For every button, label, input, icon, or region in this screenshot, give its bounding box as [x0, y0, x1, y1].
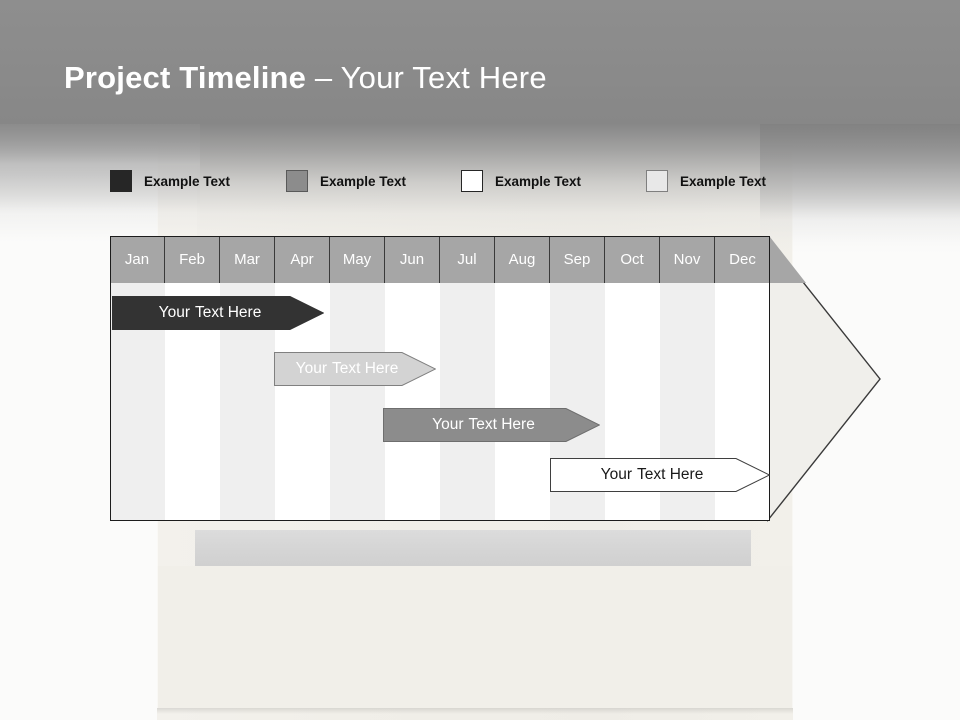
legend-swatch-icon — [110, 170, 132, 192]
header-band — [0, 0, 960, 124]
month-header-cell[interactable]: Jun — [385, 236, 440, 283]
timeline-column — [330, 283, 385, 521]
legend-swatch-icon — [461, 170, 483, 192]
header-band-fade-left — [0, 124, 200, 242]
legend-item[interactable]: Example Text — [286, 168, 406, 194]
page-title-bold: Project Timeline — [64, 60, 307, 95]
background-bottom-panel-shadow — [157, 708, 793, 714]
legend-item-label: Example Text — [144, 173, 231, 189]
timeline-bar-shape — [383, 408, 600, 442]
timeline-bar-shape — [550, 458, 770, 492]
timeline-bar[interactable]: Your Text Here — [550, 458, 770, 492]
legend: Example Text Example Text Example Text Exam… — [110, 168, 810, 194]
legend-swatch-icon — [646, 170, 668, 192]
legend-item-label: Example Text — [320, 173, 407, 189]
timeline-bar-label: Your Text Here — [159, 304, 278, 322]
page-title-rest: – Your Text Here — [306, 60, 547, 95]
timeline-column — [495, 283, 550, 521]
header-wedge — [770, 237, 810, 283]
month-header-cell[interactable]: Mar — [220, 236, 275, 283]
month-header-cell[interactable]: Apr — [275, 236, 330, 283]
month-header-cell[interactable]: Nov — [660, 236, 715, 283]
timeline-bar-label: Your Text Here — [601, 466, 720, 484]
timeline-bar-label-part-a: Your — [158, 304, 190, 321]
month-header-cell[interactable]: May — [330, 236, 385, 283]
timeline-bar[interactable]: Your Text Here — [383, 408, 600, 442]
background-grey-band — [195, 530, 751, 566]
month-header-cell[interactable]: Feb — [165, 236, 220, 283]
timeline-bar-label-part-b: Text Here — [331, 360, 399, 377]
month-header-cell[interactable]: Aug — [495, 236, 550, 283]
background-bottom-panel — [157, 566, 793, 708]
month-header-cell[interactable]: Jul — [440, 236, 495, 283]
header-band-fade-right — [760, 124, 960, 254]
month-header-cell[interactable]: Sep — [550, 236, 605, 283]
legend-item[interactable]: Example Text — [646, 168, 766, 194]
timeline-bar-label: Your Text Here — [296, 360, 415, 378]
legend-item[interactable]: Example Text — [110, 168, 230, 194]
timeline-bar-label-part-b: Text Here — [194, 304, 262, 321]
timeline-bar[interactable]: Your Text Here — [112, 296, 324, 330]
timeline-bar-shape — [274, 352, 436, 386]
month-header-cell[interactable]: Dec — [715, 236, 770, 283]
timeline-bar-shape — [112, 296, 324, 330]
legend-item-label: Example Text — [495, 173, 582, 189]
timeline-bar-label-part-a: Your — [295, 360, 327, 377]
legend-item[interactable]: Example Text — [461, 168, 581, 194]
timeline-bar-label-part-b: Text Here — [468, 416, 535, 433]
legend-item-label: Example Text — [680, 173, 767, 189]
timeline-bar-label-part-b: Text Here — [636, 466, 704, 483]
timeline-column — [385, 283, 440, 521]
page-title: Project Timeline – Your Text Here — [64, 60, 547, 96]
month-header-cell[interactable]: Oct — [605, 236, 660, 283]
timeline-bar-label-part-a: Your — [432, 416, 464, 433]
timeline-bar-label: Your Text Here — [432, 416, 551, 434]
timeline-bar-label-part-a: Your — [600, 466, 632, 483]
timeline-grid-border — [110, 236, 770, 521]
month-header-cell[interactable]: Jan — [110, 236, 165, 283]
legend-swatch-icon — [286, 170, 308, 192]
timeline-column — [440, 283, 495, 521]
timeline-bar[interactable]: Your Text Here — [274, 352, 436, 386]
